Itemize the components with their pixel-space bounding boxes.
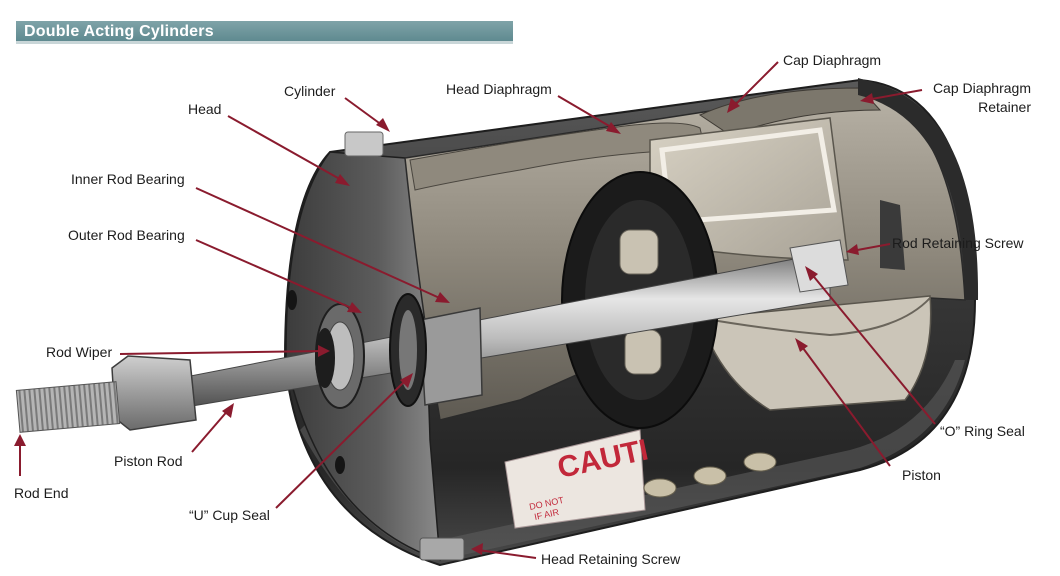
leader-lines	[14, 61, 936, 559]
label-rod-end: Rod End	[14, 485, 68, 501]
label-piston-rod: Piston Rod	[114, 453, 182, 469]
leader-o-ring-seal	[809, 271, 936, 425]
arrowhead-piston	[795, 338, 808, 352]
label-cap-diaphragm-retainer-2: Retainer	[978, 99, 1031, 115]
top-bolt	[344, 131, 384, 157]
section-title-bar: Double Acting Cylinders	[16, 21, 513, 44]
head-hole-2	[335, 456, 345, 474]
label-cap-diaphragm-retainer-1: Cap Diaphragm	[933, 80, 1031, 96]
arrowhead-head	[335, 174, 350, 186]
leader-head	[227, 115, 346, 183]
arrowhead-cap-retainer	[860, 93, 874, 104]
leader-u-cup-seal	[275, 377, 409, 509]
leader-piston-rod	[191, 407, 231, 453]
arrowhead-o-ring-seal	[805, 266, 818, 281]
part-labels: Cylinder Head Head Diaphragm Cap Diaphra…	[14, 52, 1031, 567]
caution-label: CAUTI DO NOT IF AIR	[504, 429, 651, 529]
arrowhead-head-diaphragm	[606, 122, 621, 134]
label-rod-retaining-screw: Rod Retaining Screw	[892, 235, 1024, 251]
label-head-retaining-screw: Head Retaining Screw	[541, 551, 681, 567]
arrowhead-rod-retaining-screw	[846, 244, 859, 255]
leader-inner-rod-bearing	[195, 187, 445, 301]
arrowhead-rod-wiper	[318, 345, 330, 357]
head-hole-1	[287, 290, 297, 310]
label-cap-diaphragm: Cap Diaphragm	[783, 52, 881, 68]
section-title: Double Acting Cylinders	[24, 23, 214, 40]
label-o-ring-seal: “O” Ring Seal	[940, 423, 1025, 439]
leader-cap-retainer	[865, 89, 923, 101]
label-head-diaphragm: Head Diaphragm	[446, 81, 552, 97]
piston-rod-assembly	[15, 239, 849, 433]
leader-head-retaining-screw	[477, 549, 537, 559]
label-rod-wiper: Rod Wiper	[46, 344, 112, 360]
leader-piston	[799, 343, 891, 467]
label-inner-rod-bearing: Inner Rod Bearing	[71, 171, 185, 187]
arrowhead-inner-rod-bearing	[435, 292, 450, 303]
label-outer-rod-bearing: Outer Rod Bearing	[68, 227, 185, 243]
arrowhead-rod-end	[14, 434, 26, 446]
leader-rod-retaining-screw	[851, 243, 891, 252]
label-piston: Piston	[902, 467, 941, 483]
leader-rod-wiper	[119, 350, 325, 355]
leader-head-diaphragm	[557, 95, 617, 131]
leader-cap-diaphragm	[731, 61, 779, 109]
label-head: Head	[188, 101, 221, 117]
arrowhead-outer-rod-bearing	[347, 302, 362, 313]
air-ports	[643, 452, 777, 498]
head-retaining-screw-part	[419, 537, 465, 561]
arrowhead-u-cup-seal	[400, 373, 413, 388]
arrowhead-head-retaining-screw	[471, 543, 483, 555]
arrowhead-cylinder	[376, 118, 390, 132]
label-u-cup-seal: “U” Cup Seal	[189, 507, 270, 523]
arrowhead-cap-diaphragm	[727, 98, 740, 113]
leader-outer-rod-bearing	[195, 239, 357, 311]
arrowhead-piston-rod	[222, 403, 234, 418]
label-cylinder: Cylinder	[284, 83, 336, 99]
